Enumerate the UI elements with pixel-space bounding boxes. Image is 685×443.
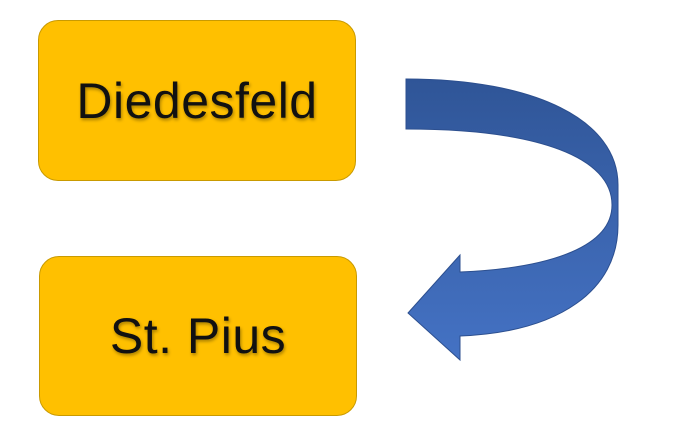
node-diedesfeld-label: Diedesfeld xyxy=(76,72,318,129)
node-diedesfeld: Diedesfeld xyxy=(38,20,356,181)
curved-arrow-shape xyxy=(405,78,619,362)
node-st-pius: St. Pius xyxy=(39,256,357,416)
node-st-pius-label: St. Pius xyxy=(109,308,287,364)
